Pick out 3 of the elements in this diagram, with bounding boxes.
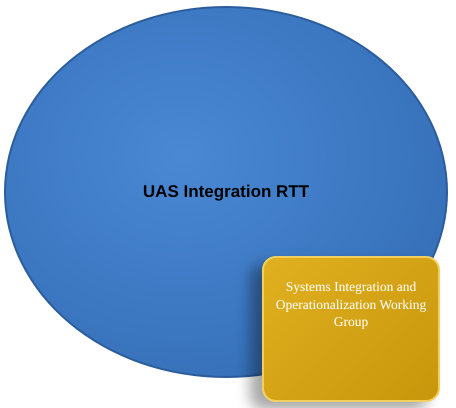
node-label: UAS Integration RTT xyxy=(142,181,310,204)
rounded-square xyxy=(262,256,440,402)
node-label: Systems Integration and Operationalization Working Group xyxy=(274,278,428,331)
